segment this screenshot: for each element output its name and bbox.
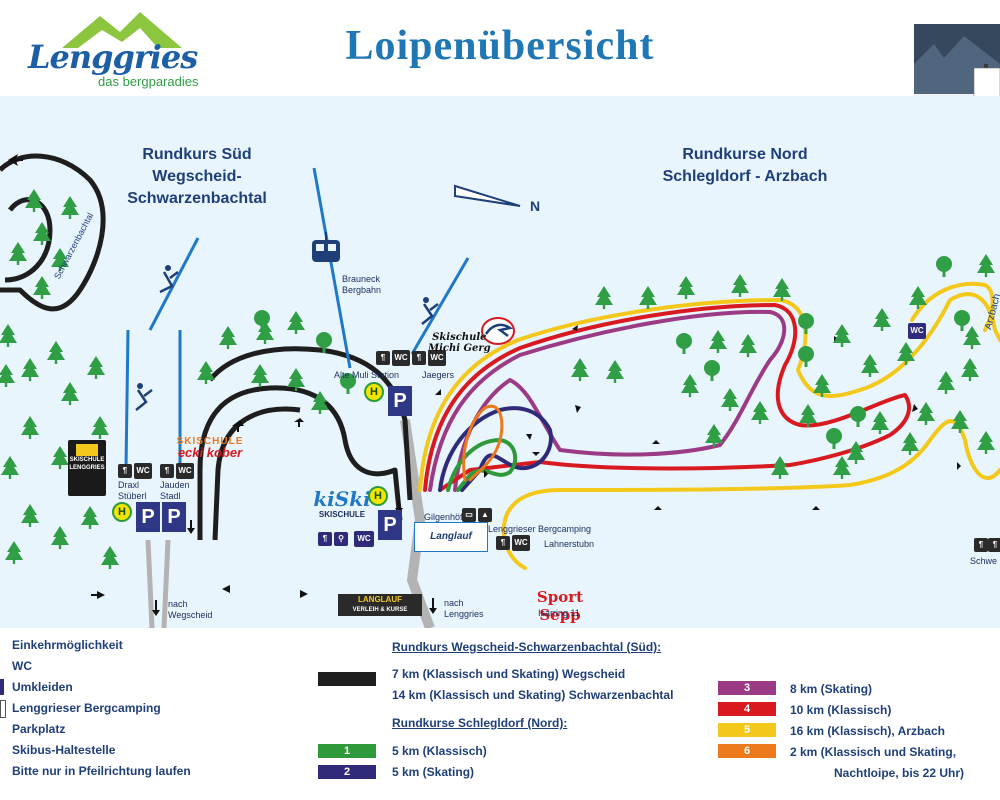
wc-sign: WC bbox=[908, 323, 926, 339]
trail-3-purple bbox=[428, 309, 787, 492]
route-2-swatch: 2 bbox=[318, 765, 376, 779]
gilgenhoefe-label: Gilgenhöfe bbox=[424, 512, 468, 522]
wc-sign: WC bbox=[176, 463, 194, 479]
sport-sepp-ad[interactable]: Sport Sepp bbox=[536, 588, 584, 624]
legend-route-3: 8 km (Skating) bbox=[790, 682, 873, 696]
legend-route-1: 5 km (Klassisch) bbox=[392, 744, 487, 758]
wc-sign: WC bbox=[428, 350, 446, 366]
route-5-swatch: 5 bbox=[718, 723, 776, 737]
legend-parkplatz: Parkplatz bbox=[12, 722, 66, 736]
restaurant-icon: ¶ bbox=[376, 351, 390, 365]
camper-icon: ▭ bbox=[462, 508, 476, 522]
wc-sign: WC bbox=[392, 350, 410, 366]
isarring-label: Isarring 11 bbox=[538, 608, 580, 618]
lenggries-logo[interactable]: Lenggries das bergparadies bbox=[22, 10, 222, 92]
legend-pfeilrichtung: Bitte nur in Pfeilrichtung laufen bbox=[12, 764, 191, 778]
wc-sign: WC bbox=[134, 463, 152, 479]
legend-nord-heading: Rundkurse Schlegldorf (Nord): bbox=[392, 716, 568, 730]
jaegers-label: Jaegers bbox=[422, 370, 455, 380]
restaurant-icon: ¶ bbox=[412, 351, 426, 365]
schwe-label: Schwe bbox=[970, 556, 998, 566]
route-3-swatch: 3 bbox=[718, 681, 776, 695]
mountain-logo-icon bbox=[62, 12, 182, 48]
legend-umkleiden: Umkleiden bbox=[12, 680, 73, 694]
umkleiden-icon bbox=[0, 679, 4, 695]
skischule-michi-logo-icon bbox=[481, 317, 515, 345]
wc-sign: WC bbox=[512, 535, 530, 551]
trail-black-sued bbox=[0, 153, 413, 541]
skischule-ecki-ad[interactable]: SKISCHULE ecki kober bbox=[176, 436, 244, 460]
tent-icon: ▲ bbox=[478, 508, 492, 522]
restaurant-icon: ¶ bbox=[160, 464, 174, 478]
legend-route-2: 5 km (Skating) bbox=[392, 765, 475, 779]
restaurant-icon: ¶ bbox=[496, 536, 510, 550]
bus-stop-icon: H bbox=[368, 486, 388, 506]
changing-room-icon: ⚲ bbox=[334, 532, 348, 546]
legend-route-6: 2 km (Klassisch und Skating, bbox=[790, 745, 957, 759]
sued-route-swatch bbox=[318, 672, 376, 686]
alte-muli-label: Alte Muli Station bbox=[334, 370, 400, 380]
logo-wordmark: Lenggries bbox=[28, 38, 198, 76]
legend-route-6-cont: Nachtloipe, bis 22 Uhr) bbox=[834, 766, 965, 780]
route-1-swatch: 1 bbox=[318, 744, 376, 758]
parking-sign: P bbox=[162, 502, 186, 532]
parking-sign: P bbox=[378, 510, 402, 540]
restaurant-icon: ¶ bbox=[318, 532, 332, 546]
trail-6-orange bbox=[462, 404, 504, 482]
trail-4-red bbox=[423, 303, 911, 492]
bus-stop-icon: H bbox=[112, 502, 132, 522]
skier-icons bbox=[135, 265, 439, 411]
legend-camping: Lenggrieser Bergcamping bbox=[12, 701, 161, 715]
north-arrow-icon bbox=[454, 184, 521, 207]
lahnerstubn-label: Lahnerstubn bbox=[544, 539, 595, 549]
trail-2-navy bbox=[438, 406, 553, 492]
legend-route-4: 10 km (Klassisch) bbox=[790, 703, 892, 717]
bus-stop-icon: H bbox=[364, 382, 384, 402]
header: Lenggries das bergparadies Loipenübersic… bbox=[0, 0, 1000, 96]
north-label: N bbox=[530, 198, 541, 214]
restaurant-icon: ¶ bbox=[974, 538, 988, 552]
legend-route-5: 16 km (Klassisch), Arzbach bbox=[790, 724, 945, 738]
logo-tagline: das bergparadies bbox=[98, 74, 199, 89]
legend: Einkehrmöglichkeit WC Umkleiden Lenggrie… bbox=[0, 628, 1000, 800]
wc-sign: WC bbox=[354, 531, 374, 547]
legend-wc: WC bbox=[12, 659, 32, 673]
legend-skibus: Skibus-Haltestelle bbox=[12, 743, 116, 757]
ski-lifts bbox=[124, 167, 470, 469]
legend-sued-heading: Rundkurs Wegscheid-Schwarzenbachtal (Süd… bbox=[392, 640, 662, 654]
restaurant-icon: ¶ bbox=[988, 538, 1000, 552]
page-title: Loipenübersicht bbox=[345, 23, 655, 69]
camping-icon bbox=[0, 700, 6, 718]
route-4-swatch: 4 bbox=[718, 702, 776, 716]
parking-sign: P bbox=[136, 502, 160, 532]
route-6-swatch: 6 bbox=[718, 744, 776, 758]
direction-arrows bbox=[8, 154, 961, 616]
langlauf-small-ad[interactable]: Langlauf bbox=[414, 522, 488, 552]
legend-einkehr: Einkehrmöglichkeit bbox=[12, 638, 123, 652]
legend-sued-route-2: 14 km (Klassisch und Skating) Schwarzenb… bbox=[392, 688, 674, 702]
legend-sued-route-1: 7 km (Klassisch und Skating) Wegscheid bbox=[392, 667, 626, 681]
parking-sign: P bbox=[388, 386, 412, 416]
bergcamping-label: Lenggrieser Bergcamping bbox=[488, 524, 592, 534]
gondola-icon bbox=[312, 232, 340, 262]
restaurant-icon: ¶ bbox=[118, 464, 132, 478]
kiski-ad[interactable]: kiSki SKISCHULE bbox=[313, 487, 371, 519]
